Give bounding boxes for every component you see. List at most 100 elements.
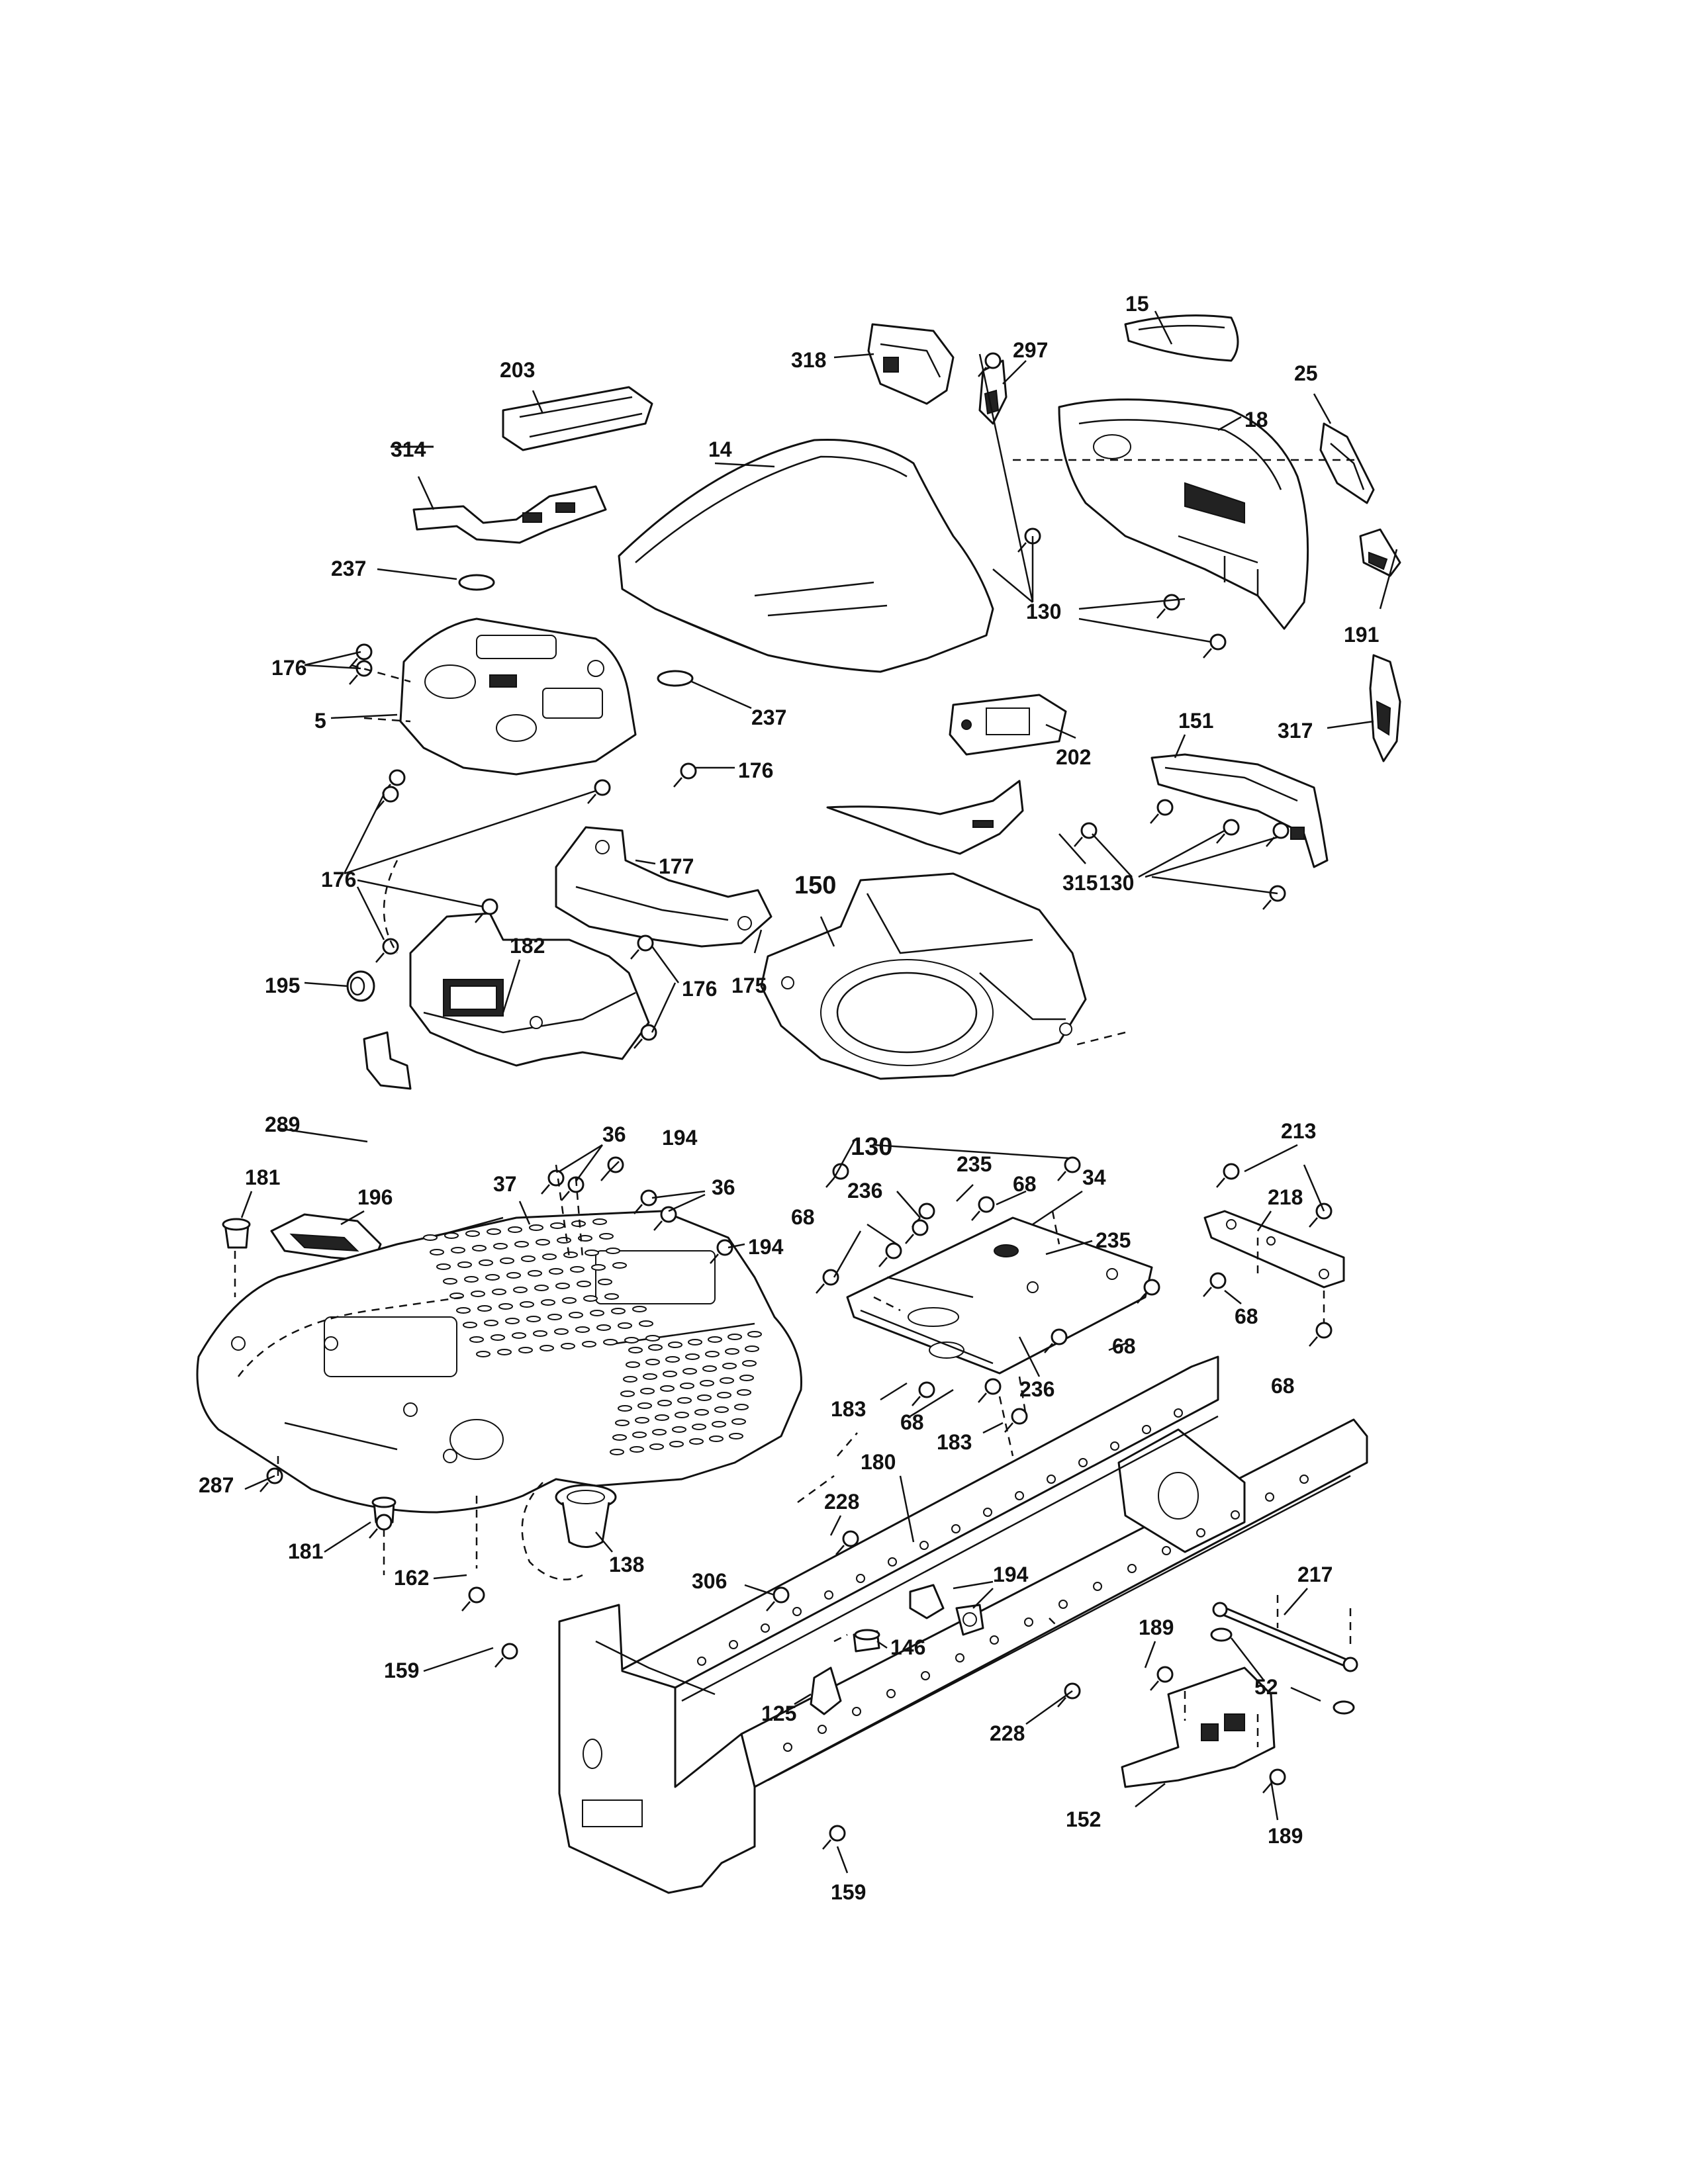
callout-181-a: 181 <box>245 1165 280 1189</box>
vent-slot <box>688 1339 702 1345</box>
part-191-bracket <box>1359 528 1401 577</box>
callout-15: 15 <box>1125 292 1149 316</box>
callout-315: 315 <box>1062 871 1098 895</box>
screw-shank <box>369 1528 378 1539</box>
callout-138: 138 <box>609 1553 644 1576</box>
vent-slot <box>476 1351 491 1357</box>
vent-slot <box>668 1342 682 1348</box>
callout-189-b: 189 <box>1268 1824 1303 1848</box>
callout-150: 150 <box>794 872 836 899</box>
screw <box>822 1269 839 1286</box>
vent-slot <box>465 1230 480 1237</box>
screw <box>501 1643 518 1660</box>
callout-130-c: 130 <box>851 1133 892 1161</box>
vent-slot <box>737 1389 751 1396</box>
vent-slot <box>632 1432 647 1438</box>
part-151-bracket <box>1150 753 1329 868</box>
screw-shank <box>912 1396 921 1406</box>
screw <box>660 1206 677 1223</box>
part-318-bracket <box>867 323 955 405</box>
vent-slot <box>606 1248 620 1254</box>
callout-196: 196 <box>357 1185 393 1209</box>
part-52-washer-b <box>1333 1700 1355 1715</box>
vent-slot <box>508 1226 522 1233</box>
screw <box>1064 1156 1081 1173</box>
part-138-grommet <box>555 1484 617 1548</box>
vent-slot <box>528 1270 542 1277</box>
vent-slot <box>557 1237 571 1244</box>
vent-slot <box>655 1414 669 1421</box>
frame-hole <box>729 1640 738 1649</box>
vent-slot <box>464 1276 479 1283</box>
vent-slot <box>725 1348 739 1355</box>
screw <box>637 934 654 952</box>
screw-shank <box>1216 1177 1225 1188</box>
vent-slot <box>444 1232 459 1239</box>
callout-194-c: 194 <box>993 1563 1029 1586</box>
vent-slot <box>663 1371 677 1377</box>
frame-hole <box>1231 1510 1240 1520</box>
vent-slot <box>628 1347 643 1353</box>
screw <box>389 769 406 786</box>
callout-182: 182 <box>510 934 545 958</box>
vent-slot <box>640 1388 655 1394</box>
vent-slot <box>492 1289 506 1295</box>
vent-slot <box>742 1360 757 1367</box>
vent-slot <box>692 1424 706 1430</box>
vent-slot <box>717 1392 731 1398</box>
vent-slot <box>731 1418 746 1425</box>
vent-slot <box>611 1308 626 1314</box>
part-314-bracket <box>412 485 607 544</box>
vent-slot <box>542 1253 557 1260</box>
vent-slot <box>624 1337 639 1343</box>
callout-176-c: 176 <box>321 868 356 891</box>
part-289-clip <box>363 1031 412 1090</box>
vent-slot <box>575 1326 590 1333</box>
vent-slot <box>596 1324 611 1331</box>
callout-195: 195 <box>265 974 300 997</box>
vent-slot <box>451 1247 465 1253</box>
frame-hole <box>983 1508 992 1517</box>
vent-slot <box>590 1310 604 1316</box>
screw <box>547 1169 565 1187</box>
screw-shank <box>710 1253 719 1264</box>
callout-68-b: 68 <box>791 1205 815 1229</box>
screw-shank <box>1156 608 1166 619</box>
vent-slot <box>618 1405 632 1412</box>
screw-shank <box>600 1171 610 1181</box>
screw <box>680 762 697 780</box>
screw-shank <box>878 1257 888 1267</box>
part-5-dash <box>399 617 637 776</box>
vent-slot <box>618 1322 632 1329</box>
leader-lines <box>240 310 1398 1874</box>
vent-slot <box>645 1335 660 1342</box>
vent-slot <box>487 1228 501 1235</box>
vent-slot <box>708 1336 722 1343</box>
vent-slot <box>443 1278 457 1285</box>
vent-slot <box>534 1285 549 1291</box>
screw <box>1269 1768 1286 1786</box>
vent-slot <box>657 1400 672 1406</box>
screw-shank <box>1137 1293 1146 1304</box>
vent-slot <box>456 1307 471 1314</box>
vent-slot <box>702 1365 717 1372</box>
vent-slot <box>541 1299 555 1306</box>
vent-slot <box>739 1375 754 1381</box>
screw-shank <box>630 949 639 960</box>
screw <box>382 786 399 803</box>
part-196-bezel <box>270 1213 382 1262</box>
vent-slot <box>643 1373 657 1380</box>
callout-317: 317 <box>1278 719 1313 743</box>
callout-217: 217 <box>1297 1563 1333 1586</box>
frame-hole <box>1110 1441 1119 1451</box>
callout-218: 218 <box>1268 1185 1303 1209</box>
frame-hole <box>697 1657 706 1666</box>
screw-shank <box>1150 813 1159 824</box>
vent-slot <box>436 1263 451 1270</box>
screw-shank <box>475 913 484 923</box>
vent-slot <box>555 1283 570 1289</box>
callout-289: 289 <box>265 1113 300 1136</box>
part-125-bracket <box>810 1666 842 1715</box>
vent-slot <box>491 1334 505 1341</box>
screw-shank <box>349 658 358 668</box>
